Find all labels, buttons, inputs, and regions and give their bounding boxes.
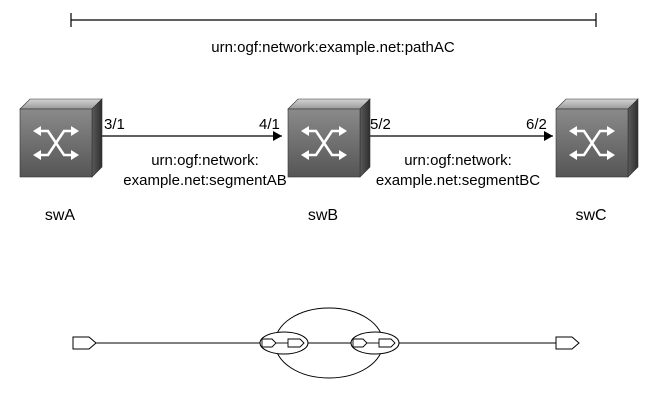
- port-label-swB-out: 5/2: [370, 116, 391, 133]
- endpoint-right-icon: [555, 336, 580, 350]
- abstract-topology: [72, 307, 580, 379]
- link-bc: [370, 131, 553, 141]
- segment-bc-label-line1: urn:ogf:network:: [404, 152, 512, 169]
- segment-bc-label-line2: example.net:segmentBC: [376, 172, 540, 189]
- node-b-icon: [350, 331, 400, 355]
- switch-a-name: swA: [45, 207, 76, 224]
- switch-c-icon: [556, 99, 638, 177]
- path-label: urn:ogf:network:example.net:pathAC: [211, 39, 455, 56]
- segment-ab-label-line2: example.net:segmentAB: [123, 172, 286, 189]
- switch-a-icon: [20, 99, 102, 177]
- switch-c-name: swC: [575, 207, 606, 224]
- port-label-swC-in: 6/2: [526, 116, 547, 133]
- segment-ab-label-line1: urn:ogf:network:: [151, 152, 259, 169]
- port-label-swA-out: 3/1: [104, 116, 125, 133]
- link-ab: [95, 131, 282, 141]
- switch-b-icon: [288, 99, 370, 177]
- node-a-icon: [259, 331, 309, 355]
- port-label-swB-in: 4/1: [259, 116, 280, 133]
- path-span: [70, 13, 597, 27]
- endpoint-left-icon: [72, 336, 97, 350]
- switch-b-name: swB: [308, 207, 338, 224]
